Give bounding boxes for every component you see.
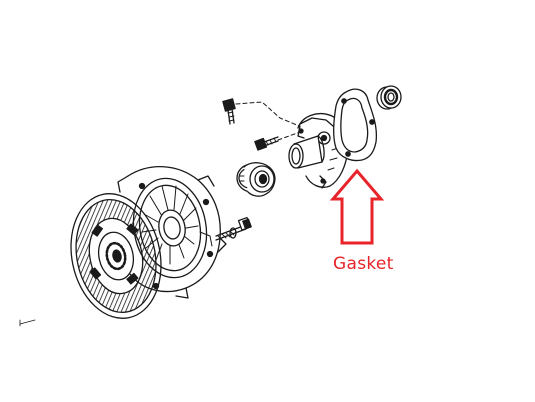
alignment-lines bbox=[235, 101, 305, 141]
bolt-middle bbox=[254, 136, 279, 151]
gasket-label: Gasket bbox=[333, 254, 394, 274]
bolt-upper bbox=[222, 98, 236, 125]
release-bearing bbox=[236, 162, 276, 197]
gasket bbox=[333, 88, 378, 162]
oil-seal bbox=[376, 85, 402, 110]
bolt-lower bbox=[215, 216, 252, 241]
callout-arrow bbox=[329, 168, 385, 245]
pressure-plate bbox=[117, 165, 227, 299]
clutch-disc bbox=[70, 193, 162, 319]
leader-line bbox=[19, 319, 36, 327]
